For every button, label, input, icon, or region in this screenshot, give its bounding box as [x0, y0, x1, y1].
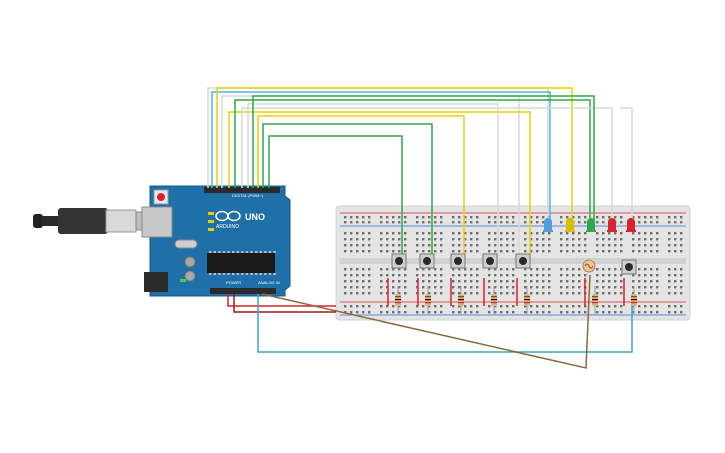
resistor-band [524, 296, 530, 298]
resistor-band [491, 299, 497, 301]
push-button[interactable] [482, 253, 498, 269]
resistor-band [592, 302, 598, 304]
wire-5v[interactable] [227, 294, 336, 307]
wire-cyan[interactable] [211, 91, 551, 228]
board-model: UNO [245, 212, 265, 222]
breadboard[interactable] [335, 205, 691, 321]
resistor-band [491, 296, 497, 298]
push-button[interactable] [515, 253, 531, 269]
wire-white[interactable] [247, 103, 499, 260]
power-header-label: POWER [226, 280, 241, 285]
analog-header-label: ANALOG IN [258, 280, 280, 285]
board-led-tx [208, 220, 214, 223]
wire-brown[interactable] [261, 274, 591, 369]
resistor-band [524, 302, 530, 304]
resistor-band [631, 302, 637, 304]
resistors[interactable] [387, 278, 637, 314]
capacitor [184, 256, 196, 268]
push-button[interactable] [621, 259, 637, 275]
arduino-logo-icon [215, 210, 241, 222]
resistor-band [631, 299, 637, 301]
resistor-band [458, 302, 464, 304]
push-button[interactable] [391, 253, 407, 269]
wire-green[interactable] [234, 99, 591, 230]
wire-white[interactable] [241, 107, 613, 230]
power-jack [144, 272, 168, 292]
resistor-band [458, 299, 464, 301]
power-analog-pin-header[interactable] [210, 288, 276, 294]
resistor-band [395, 302, 401, 304]
chip-pins [209, 251, 276, 275]
resistor-band [425, 296, 431, 298]
push-button[interactable] [419, 253, 435, 269]
wire-green[interactable] [252, 95, 595, 230]
resistor-band [592, 296, 598, 298]
board-brand: ARDUINO [216, 224, 239, 230]
resistor-band [524, 299, 530, 301]
wire-green[interactable] [262, 123, 433, 260]
resistor-band [458, 296, 464, 298]
wire-green[interactable] [268, 135, 403, 260]
resistor-band [631, 296, 637, 298]
usb-port [141, 206, 173, 238]
wire-gnd[interactable] [233, 294, 336, 313]
push-button[interactable] [450, 253, 466, 269]
capacitor [184, 270, 196, 282]
resistor-band [395, 296, 401, 298]
wire-yellow[interactable] [257, 115, 465, 260]
board-led-l [208, 212, 214, 215]
power-wires[interactable] [227, 274, 633, 369]
resistor-band [592, 299, 598, 301]
led-green[interactable] [586, 218, 596, 232]
reset-button-cap[interactable] [157, 193, 165, 201]
crystal [174, 239, 198, 249]
arduino-board[interactable]: ARDUINO UNO DIGITAL (PWM~) POWER ANALOG … [141, 185, 291, 297]
leds[interactable] [543, 218, 636, 232]
resistor-band [491, 302, 497, 304]
led-blue[interactable] [543, 218, 553, 232]
led-yellow[interactable] [565, 218, 575, 232]
board-led-on [180, 279, 186, 282]
led-red[interactable] [607, 218, 617, 232]
breadboard-holes [344, 216, 683, 314]
led-red[interactable] [626, 218, 636, 232]
digital-pin-header[interactable] [204, 187, 280, 193]
atmega-chip [207, 253, 275, 273]
digital-header-label: DIGITAL (PWM~) [232, 193, 264, 198]
board-led-rx [208, 228, 214, 231]
push-buttons[interactable] [391, 253, 637, 275]
wire-yellow[interactable] [228, 111, 531, 260]
resistor-band [425, 299, 431, 301]
resistor-band [395, 299, 401, 301]
wire-teal[interactable] [257, 294, 633, 353]
usb-cable[interactable] [33, 208, 159, 234]
signal-wires[interactable] [207, 87, 633, 260]
wire-white[interactable] [620, 107, 633, 230]
photoresistor[interactable] [582, 259, 596, 273]
resistor-band [425, 302, 431, 304]
wire-yellow[interactable] [216, 87, 573, 228]
